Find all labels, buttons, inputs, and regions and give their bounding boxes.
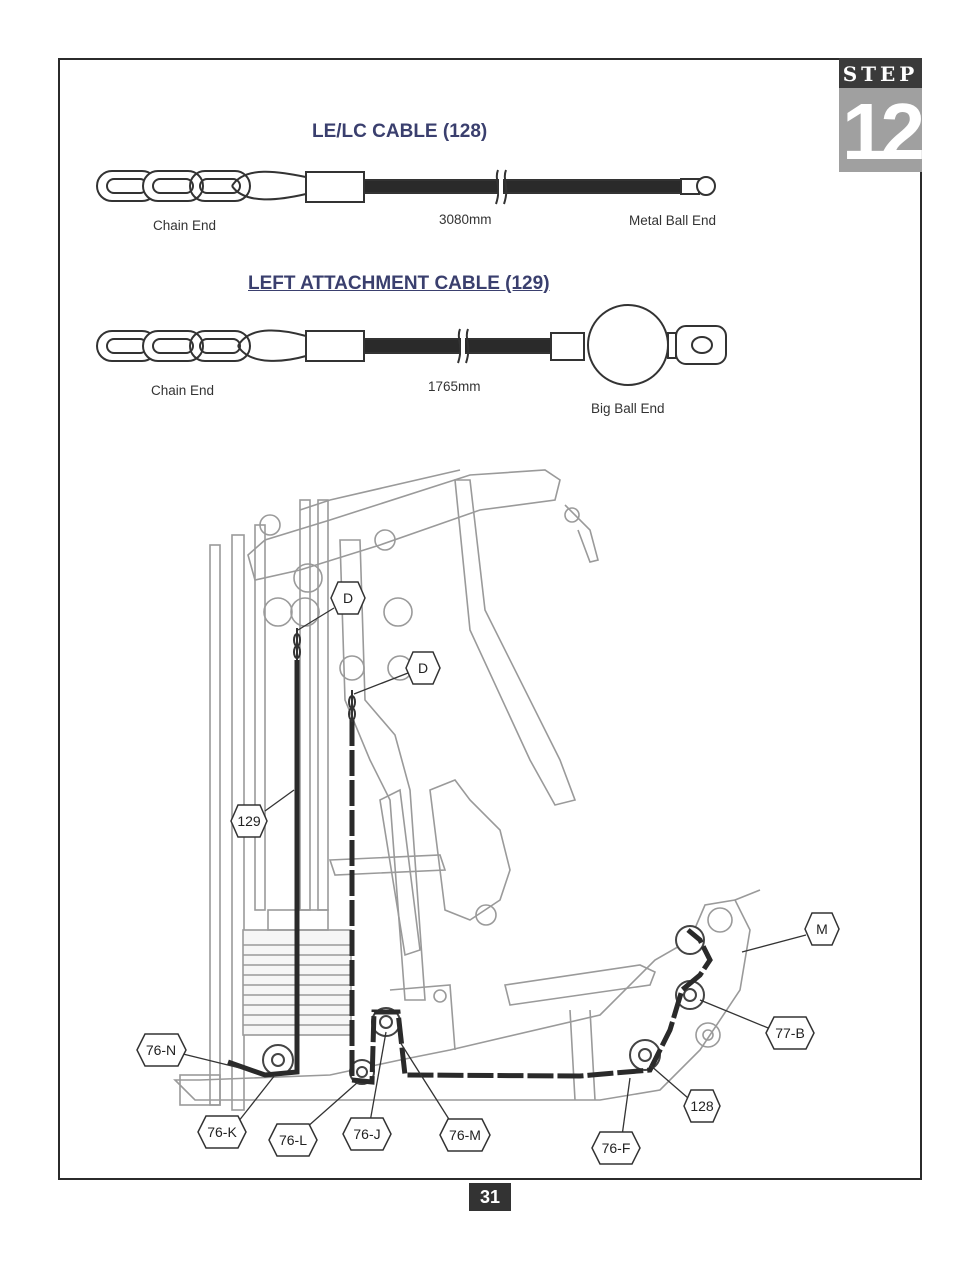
callout-76-m: 76-M [439, 1118, 491, 1152]
cable-pulleys [262, 925, 705, 1085]
svg-text:D: D [343, 590, 353, 606]
svg-text:76-F: 76-F [602, 1140, 631, 1156]
svg-text:76-N: 76-N [146, 1042, 176, 1058]
callout-76-f: 76-F [591, 1131, 641, 1165]
callout-d-upper: D [330, 581, 366, 615]
cable-hardware [293, 628, 356, 722]
callout-76-k: 76-K [197, 1115, 247, 1149]
callout-d-lower: D [405, 651, 441, 685]
callout-76-n: 76-N [136, 1033, 187, 1067]
cable-129-title: LEFT ATTACHMENT CABLE (129) [248, 273, 550, 294]
cable-128-drawing [96, 169, 716, 205]
callout-m: M [804, 912, 840, 946]
cable-128-left-end-label: Chain End [153, 218, 217, 233]
cable-128-title: LE/LC CABLE (128) [312, 121, 488, 142]
svg-text:M: M [816, 921, 828, 937]
callout-128: 128 [683, 1089, 721, 1123]
cable-128-length-label: 3080mm [439, 212, 492, 227]
svg-text:76-M: 76-M [449, 1127, 481, 1143]
svg-text:76-L: 76-L [279, 1132, 307, 1148]
step-badge: STEP 12 [839, 58, 925, 176]
svg-text:D: D [418, 660, 428, 676]
svg-text:128: 128 [690, 1098, 714, 1114]
page-number: 31 [469, 1183, 511, 1211]
callout-76-j: 76-J [342, 1117, 392, 1151]
cable-129-length-label: 1765mm [428, 379, 481, 394]
svg-text:76-J: 76-J [353, 1126, 380, 1142]
svg-text:129: 129 [237, 813, 261, 829]
cable-routing [227, 660, 713, 1085]
cable-129-left-end-label: Chain End [151, 383, 215, 398]
step-label: STEP [839, 58, 922, 88]
cable-128-right-end-label: Metal Ball End [629, 213, 717, 228]
svg-text:76-K: 76-K [207, 1124, 237, 1140]
svg-text:77-B: 77-B [775, 1025, 805, 1041]
callout-129: 129 [230, 804, 268, 838]
callout-76-l: 76-L [268, 1123, 318, 1157]
step-number: 12 [842, 87, 925, 176]
page-frame [58, 58, 922, 1180]
callout-77-b: 77-B [765, 1016, 815, 1050]
cable-129-right-end-label: Big Ball End [591, 401, 665, 416]
cable-129-drawing [96, 304, 727, 386]
leader-lines [178, 607, 807, 1137]
